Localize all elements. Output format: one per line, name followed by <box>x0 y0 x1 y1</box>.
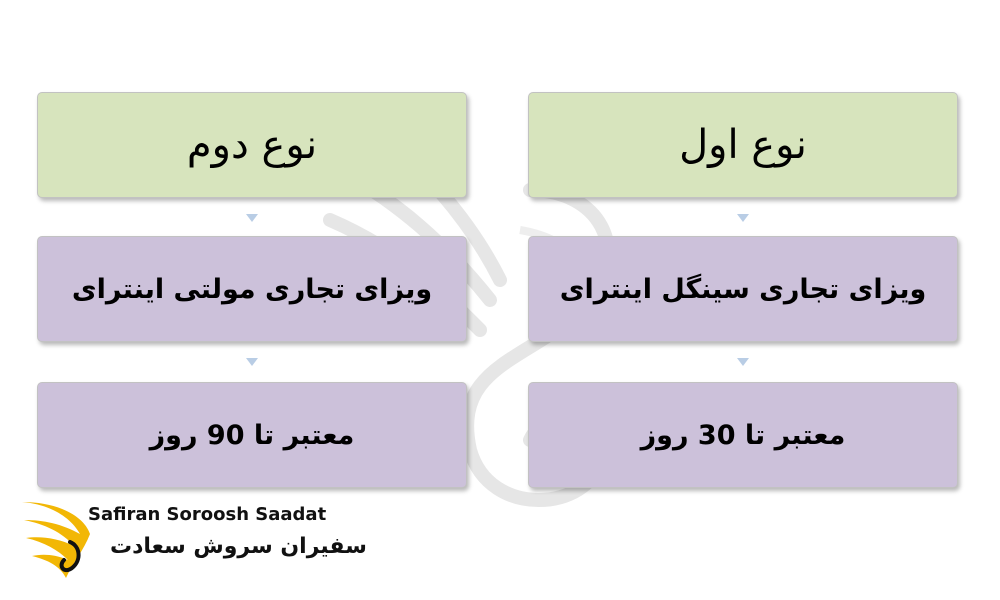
type-one-validity-box: معتبر تا 30 روز <box>528 382 958 488</box>
type-two-header: نوع دوم <box>37 92 467 198</box>
type-one-header: نوع اول <box>528 92 958 198</box>
arrow-down-icon <box>737 214 749 222</box>
arrow-down-icon <box>737 358 749 366</box>
logo-name-en: Safiran Soroosh Saadat <box>88 504 327 525</box>
type-one-header-label: نوع اول <box>679 122 807 168</box>
arrow-down-icon <box>246 358 258 366</box>
type-two-validity-box: معتبر تا 90 روز <box>37 382 467 488</box>
type-two-visa-label: ویزای تجاری مولتی اینترای <box>71 273 433 305</box>
type-one-validity-label: معتبر تا 30 روز <box>640 419 846 451</box>
type-two-visa-box: ویزای تجاری مولتی اینترای <box>37 236 467 342</box>
type-two-header-label: نوع دوم <box>186 122 318 168</box>
logo-name-fa: سفیران سروش سعادت <box>110 534 367 559</box>
type-two-validity-label: معتبر تا 90 روز <box>149 419 355 451</box>
arrow-down-icon <box>246 214 258 222</box>
wing-icon <box>22 502 90 578</box>
company-logo: Safiran Soroosh Saadat سفیران سروش سعادت <box>18 494 367 584</box>
type-one-visa-box: ویزای تجاری سینگل اینترای <box>528 236 958 342</box>
type-one-visa-label: ویزای تجاری سینگل اینترای <box>559 273 927 305</box>
